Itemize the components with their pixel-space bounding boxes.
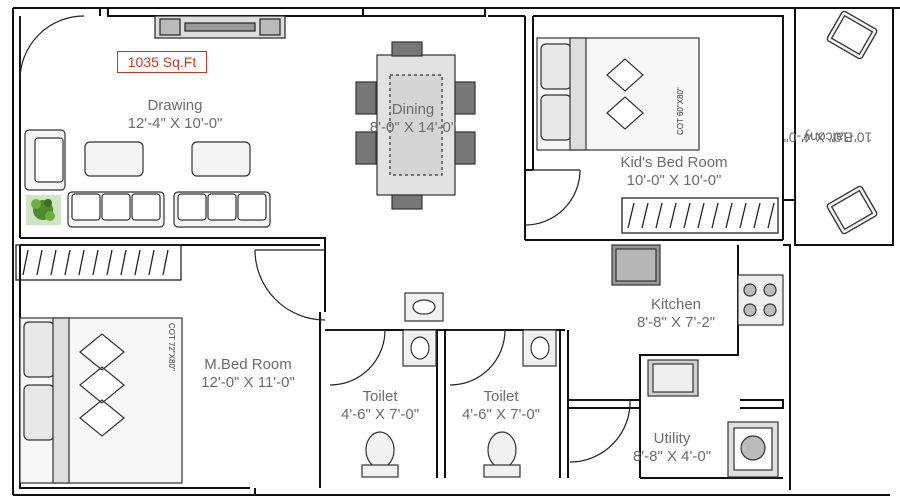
area-badge: 1035 Sq.Ft [117, 51, 207, 73]
room-label-kitchen: Kitchen 8'-8" X 7'-2" [637, 296, 715, 332]
room-name: Toilet [362, 388, 398, 405]
room-dims: 12'-4" X 10'-0" [127, 115, 223, 132]
room-dims: 10'-0" X 10'-0" [626, 172, 722, 189]
room-dims: 8'-0" X 14'-0" [369, 119, 457, 136]
room-label-kids-bed: Kid's Bed Room 10'-0" X 10'-0" [620, 154, 727, 190]
kitchen-fixtures [611, 244, 784, 478]
exterior-walls [12, 7, 900, 496]
room-name: Drawing [147, 97, 203, 114]
sofa-set [24, 129, 271, 228]
balcony-chairs [826, 10, 878, 235]
room-dims: 4'-6" X 7'-0" [340, 406, 420, 423]
kids-bed [536, 37, 700, 151]
room-dims: 8'-8" X 7'-2" [636, 314, 716, 331]
room-name: Kitchen [650, 296, 702, 313]
doors [19, 15, 631, 463]
room-label-toilet-2: Toilet 4'-6" X 7'-0" [462, 388, 540, 424]
room-label-toilet-1: Toilet 4'-6" X 7'-0" [341, 388, 419, 424]
room-dims: 12'-0" X 11'-0" [201, 374, 295, 391]
dining-table [355, 41, 476, 210]
tv-unit [154, 15, 286, 39]
kids-cot-label: COT 60"X80" [676, 87, 685, 135]
master-cot-label: COT 72"X80" [167, 323, 176, 371]
room-name: Utility [653, 430, 691, 447]
room-dims: 8'-8" X 4'-0" [632, 448, 712, 465]
wardrobes [15, 197, 779, 281]
toilet-fixtures [361, 292, 557, 478]
room-label-master-bed: M.Bed Room 12'-0" X 11'-0" [201, 356, 295, 392]
room-label-drawing: Drawing 12'-4" X 10'-0" [128, 97, 223, 133]
master-bed [19, 317, 183, 484]
room-name: Kid's Bed Room [620, 154, 728, 171]
room-name: Dining [391, 101, 435, 118]
plant-icon [26, 195, 61, 225]
room-dims: 4'-6" X 7'-0" [461, 406, 541, 423]
room-label-dining: Dining 8'-0" X 14'-0" [370, 101, 456, 137]
room-name: Toilet [483, 388, 519, 405]
room-name: M.Bed Room [204, 356, 292, 373]
room-dims: 10'-10" X 4'-0" [783, 129, 873, 146]
room-label-utility: Utility 8'-8" X 4'-0" [633, 430, 711, 466]
